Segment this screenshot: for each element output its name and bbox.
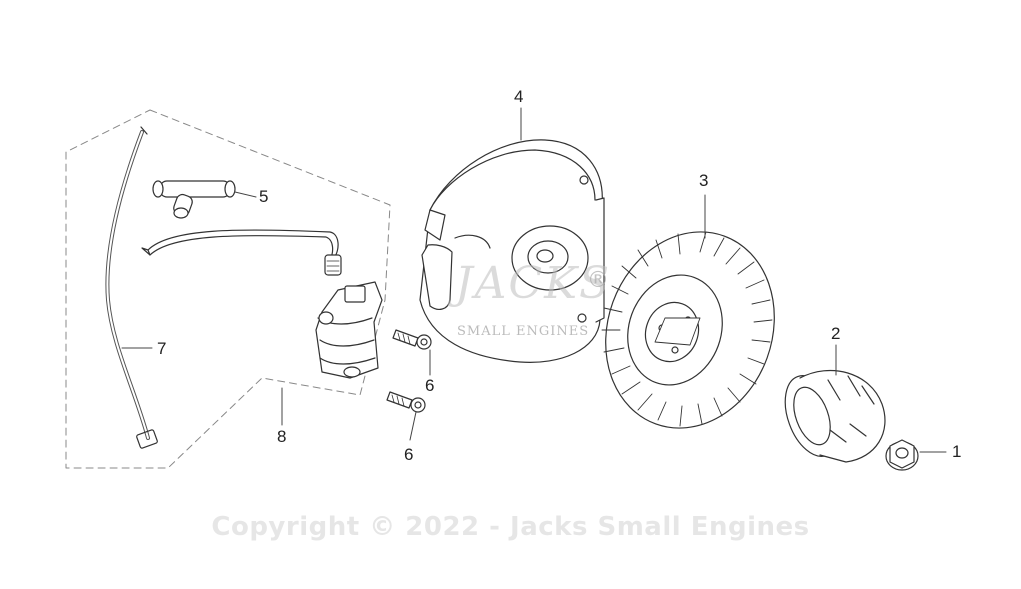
callout-6-lower: 6 <box>404 445 414 464</box>
callout-6-upper: 6 <box>425 376 435 395</box>
flange-nut <box>885 439 919 471</box>
watermark-logo: JACKS <box>455 258 612 309</box>
spark-plug-wire <box>105 126 158 449</box>
callout-5: 5 <box>259 187 269 206</box>
callout-8: 8 <box>277 427 287 446</box>
callout-4: 4 <box>514 87 524 106</box>
callout-7: 7 <box>157 339 167 358</box>
ignition-coil <box>315 281 383 379</box>
copyright-watermark: Copyright © 2022 - Jacks Small Engines <box>211 512 810 542</box>
watermark-registered-mark: ® <box>587 268 609 293</box>
fan-blades <box>601 231 773 427</box>
callout-1: 1 <box>952 442 962 461</box>
watermark-subtitle: SMALL ENGINES <box>457 324 590 339</box>
coil-lead-wire <box>141 229 342 276</box>
callout-2: 2 <box>831 324 841 343</box>
callout-3: 3 <box>699 171 709 190</box>
group-outline <box>65 109 391 469</box>
leader-lines <box>121 107 947 453</box>
flywheel <box>419 139 605 363</box>
bolt-lower <box>386 391 426 413</box>
plug-cap <box>152 180 236 219</box>
bolt-upper <box>392 329 432 350</box>
starter-cup <box>784 370 886 463</box>
cooling-fan <box>605 231 775 429</box>
